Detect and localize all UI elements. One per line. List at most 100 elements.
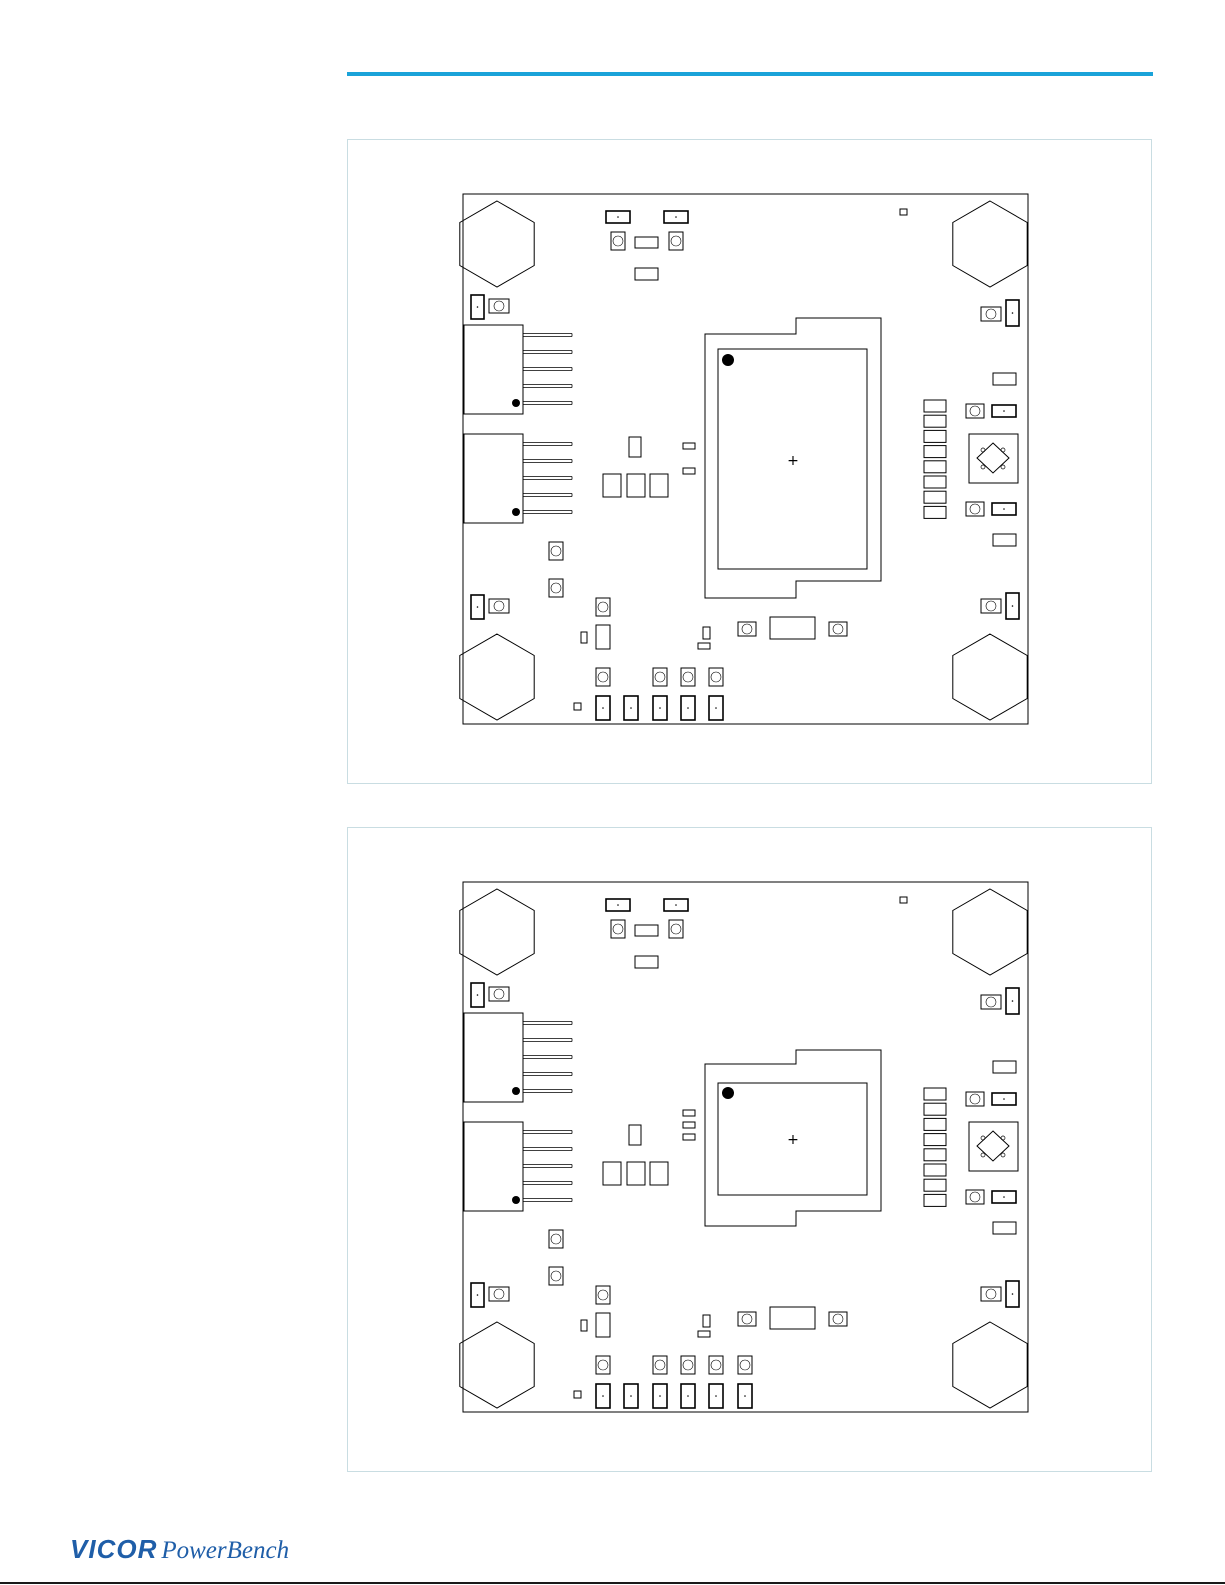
pad-right-7-ring bbox=[986, 601, 996, 611]
resistor-stack-3 bbox=[924, 430, 946, 442]
small-part-1 bbox=[683, 1110, 695, 1116]
pad-row-dot-1-dot bbox=[602, 1395, 604, 1397]
cap-array-3 bbox=[650, 474, 668, 497]
small-part-bottom-3 bbox=[698, 643, 710, 649]
pad-row-1-ring bbox=[598, 672, 608, 682]
pad-left-4-ring bbox=[551, 583, 561, 593]
mounting-hole-top-left bbox=[460, 201, 534, 287]
ic-pin-b bbox=[1001, 1136, 1005, 1140]
pad-right-6-dot bbox=[1003, 1196, 1005, 1198]
pad-row-1-ring bbox=[598, 1360, 608, 1370]
pad-left-3-ring bbox=[551, 1234, 561, 1244]
pad-row-2-ring bbox=[655, 1360, 665, 1370]
pad-left-6-ring bbox=[494, 601, 504, 611]
mounting-hole-bottom-right bbox=[953, 1322, 1027, 1408]
inductor-bottom bbox=[770, 1307, 815, 1329]
pad-left-6-ring bbox=[494, 1289, 504, 1299]
resistor-stack-6 bbox=[924, 476, 946, 488]
pad-left-2-ring bbox=[494, 989, 504, 999]
connector-upper-pin1-marker bbox=[512, 399, 520, 407]
cap-array-2 bbox=[627, 474, 645, 497]
pad-row-dot-4-dot bbox=[687, 707, 689, 709]
mounting-hole-top-left bbox=[460, 889, 534, 975]
pad-left-2-ring bbox=[494, 301, 504, 311]
resistor-stack-4 bbox=[924, 446, 946, 458]
pad-right-4-dot bbox=[1003, 410, 1005, 412]
ic-pin-d bbox=[1001, 1153, 1005, 1157]
pad-left-5-dot bbox=[477, 606, 479, 608]
pad-left-3-ring bbox=[551, 546, 561, 556]
pad-row-dot-5-dot bbox=[715, 1395, 717, 1397]
resistor-stack-5 bbox=[924, 461, 946, 473]
pad-row-dot-6-dot bbox=[744, 1395, 746, 1397]
pad-top-1-dot bbox=[617, 216, 619, 218]
module-center-mark: + bbox=[787, 453, 799, 469]
resistor-right-2 bbox=[993, 1222, 1016, 1234]
mounting-hole-top-right bbox=[953, 889, 1027, 975]
pad-bottom-3-ring bbox=[833, 1314, 843, 1324]
module-pin1-marker bbox=[722, 354, 734, 366]
pad-right-3-ring bbox=[970, 1094, 980, 1104]
ic-pin-a bbox=[981, 448, 985, 452]
pad-row-dot-3-dot bbox=[659, 1395, 661, 1397]
pad-row-4-ring bbox=[711, 672, 721, 682]
resistor-right-2 bbox=[993, 534, 1016, 546]
pad-top-4-ring bbox=[671, 924, 681, 934]
pad-top-2-dot bbox=[675, 904, 677, 906]
pad-right-6-dot bbox=[1003, 508, 1005, 510]
ic-pin-b bbox=[1001, 448, 1005, 452]
mounting-hole-bottom-left bbox=[460, 634, 534, 720]
pad-right-2-dot bbox=[1012, 1000, 1014, 1002]
resistor-stack-6 bbox=[924, 1164, 946, 1176]
resistor-stack-4 bbox=[924, 1134, 946, 1146]
small-part-bottom-3 bbox=[698, 1331, 710, 1337]
inductor-bottom bbox=[770, 617, 815, 639]
pad-right-5-ring bbox=[970, 504, 980, 514]
pad-right-4-dot bbox=[1003, 1098, 1005, 1100]
resistor-stack-8 bbox=[924, 506, 946, 518]
resistor-top-2 bbox=[635, 956, 658, 968]
small-part-bottom-2 bbox=[703, 627, 710, 639]
small-part-1 bbox=[683, 443, 695, 449]
pad-right-5-ring bbox=[970, 1192, 980, 1202]
pcb-board-outline bbox=[463, 882, 1028, 1412]
pad-bottom-2-ring bbox=[742, 1314, 752, 1324]
pad-right-8-dot bbox=[1012, 1293, 1014, 1295]
resistor-right-1 bbox=[993, 1061, 1016, 1073]
resistor-stack-5 bbox=[924, 1149, 946, 1161]
pad-top-2-dot bbox=[675, 216, 677, 218]
pad-row-4-ring bbox=[711, 1360, 721, 1370]
resistor-stack-3 bbox=[924, 1118, 946, 1130]
ic-pin-d bbox=[1001, 465, 1005, 469]
pad-right-3-ring bbox=[970, 406, 980, 416]
pad-row-3-ring bbox=[683, 1360, 693, 1370]
small-part-2 bbox=[683, 1122, 695, 1128]
connector-lower-pin1-marker bbox=[512, 508, 520, 516]
resistor-stack-1 bbox=[924, 1088, 946, 1100]
pad-top-3-ring bbox=[613, 924, 623, 934]
resistor-right-1 bbox=[993, 373, 1016, 385]
ic-pin-c bbox=[981, 465, 985, 469]
pad-row-dot-2-dot bbox=[630, 707, 632, 709]
pad-bottom-1-ring bbox=[598, 1290, 608, 1300]
logo-powerbench-text: PowerBench bbox=[161, 1537, 289, 1565]
resistor-stack-7 bbox=[924, 1179, 946, 1191]
pad-row-2-ring bbox=[655, 672, 665, 682]
test-point-top bbox=[900, 897, 907, 903]
pad-bottom-3-ring bbox=[833, 624, 843, 634]
pad-left-4-ring bbox=[551, 1271, 561, 1281]
cap-array-3 bbox=[650, 1162, 668, 1185]
pad-row-3-ring bbox=[683, 672, 693, 682]
mounting-hole-bottom-right bbox=[953, 634, 1027, 720]
pad-top-1-dot bbox=[617, 904, 619, 906]
pad-row-5-ring bbox=[740, 1360, 750, 1370]
pad-left-1-dot bbox=[477, 306, 479, 308]
pad-row-dot-2-dot bbox=[630, 1395, 632, 1397]
module-pin1-marker bbox=[722, 1087, 734, 1099]
mounting-hole-bottom-left bbox=[460, 1322, 534, 1408]
pcb-layout-drawing-bottom: + bbox=[348, 828, 1153, 1473]
resistor-stack-7 bbox=[924, 491, 946, 503]
resistor-top bbox=[635, 925, 658, 936]
pcb-figure-top: + bbox=[347, 139, 1152, 784]
small-part-3 bbox=[683, 1134, 695, 1140]
